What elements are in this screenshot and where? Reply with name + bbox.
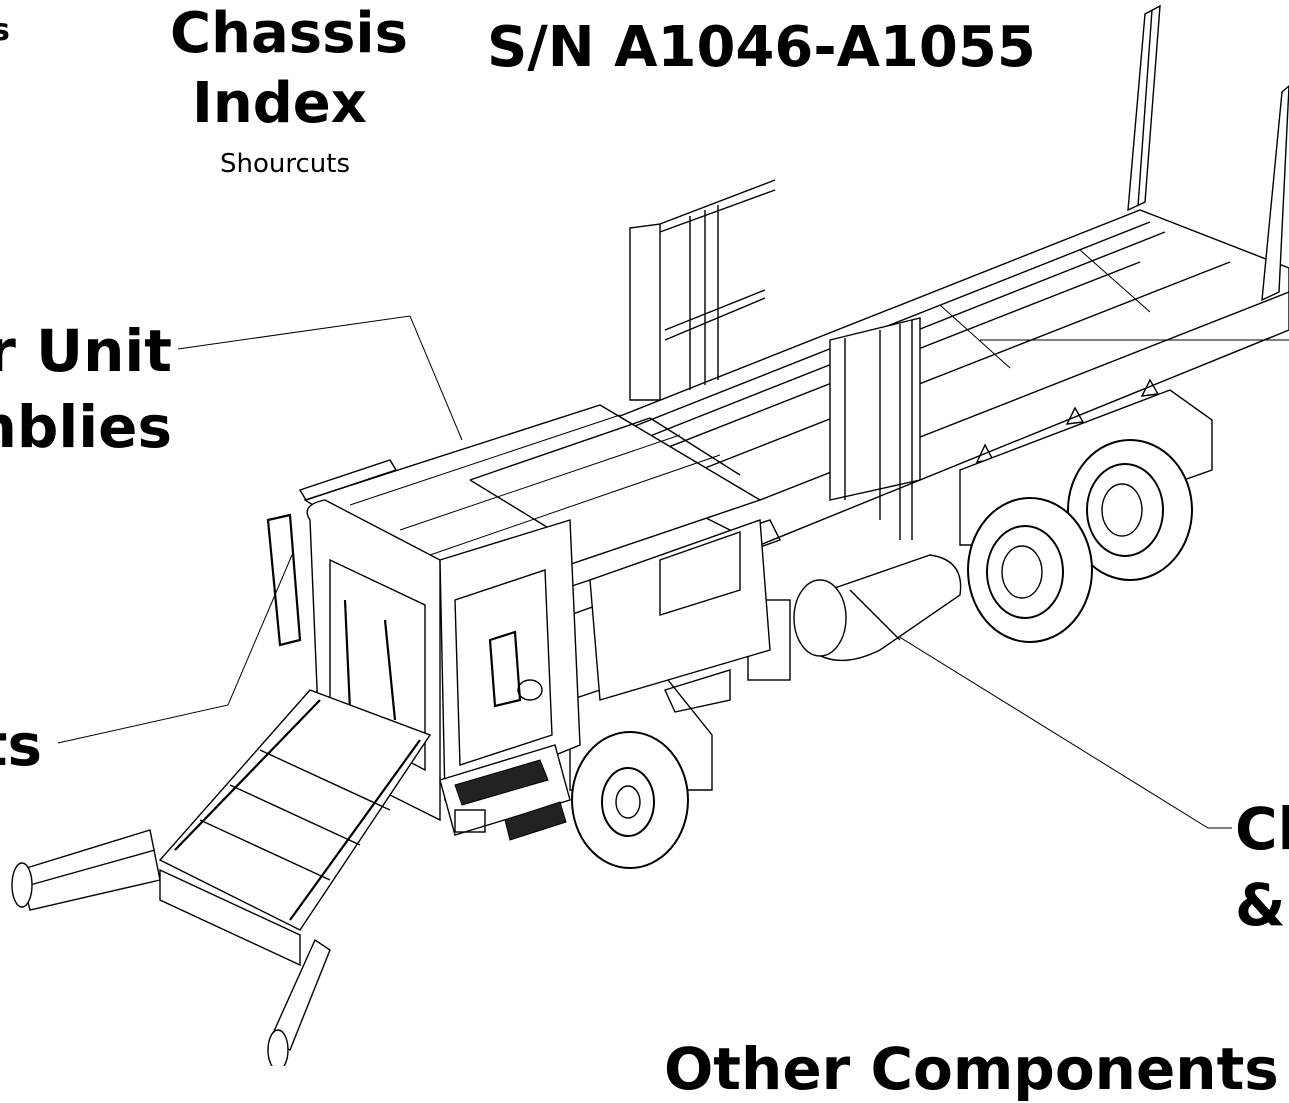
page-subtitle: Shourcuts [220, 149, 350, 179]
power-unit-leader [177, 315, 463, 441]
serial-number-heading: S/N A1046-A1055 [487, 15, 1036, 80]
rear-wheels [967, 439, 1193, 643]
power-unit-link-line1[interactable]: r Unit [0, 317, 172, 385]
chassis-link-line1[interactable]: Cl [1235, 795, 1289, 863]
front-wheel [569, 669, 713, 869]
chassis-link-line2[interactable]: & [1235, 871, 1286, 939]
page-title-line2: Index [192, 71, 367, 136]
front-boom [11, 689, 432, 1066]
page-title-line1: Chassis [170, 1, 408, 66]
cab-parts-link[interactable]: ts [0, 711, 42, 779]
power-unit-link-line2[interactable]: nblies [0, 393, 172, 461]
chassis-leader [892, 632, 1232, 829]
bed-frame [609, 4, 1289, 546]
truck-line-drawing [11, 4, 1289, 1066]
leader-lines [57, 315, 1232, 829]
cropped-label-fragment: s [0, 13, 10, 48]
cab-leader [57, 554, 293, 744]
fuel-tank [747, 554, 962, 681]
